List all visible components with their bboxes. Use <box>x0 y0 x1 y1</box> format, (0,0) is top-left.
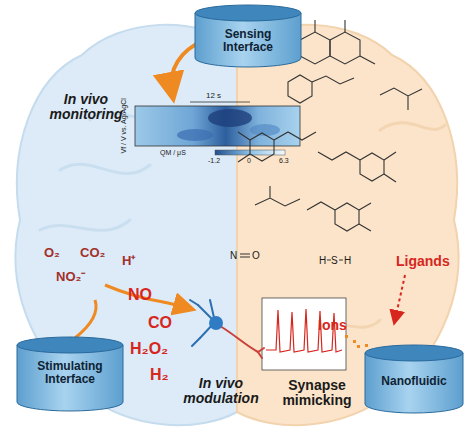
ion-dot <box>365 344 368 347</box>
atom-label: S <box>331 255 338 266</box>
atom-label: O <box>252 250 260 261</box>
atom-label: N <box>230 250 237 261</box>
section-title: In vivo monitoring <box>38 92 134 123</box>
molecule-label: CO <box>148 314 172 332</box>
atom-label: H <box>319 255 326 266</box>
time-scale: 12 s <box>206 92 221 101</box>
colorbar-tick: 6.3 <box>279 157 289 165</box>
molecule-label: NO₂⁻ <box>56 270 85 284</box>
ion-dot <box>345 335 348 338</box>
ion-dot <box>353 340 356 343</box>
molecule-label: H₂O₂ <box>130 340 168 358</box>
nanofluidic-interface: Nanofluidic <box>364 344 464 414</box>
interface-label: Nanofluidic <box>364 375 464 388</box>
ion-dot <box>357 345 360 348</box>
sensing-interface: Sensing Interface <box>194 4 302 68</box>
colorbar-label: QM / μS <box>160 149 186 157</box>
molecule-label: H⁺ <box>122 254 135 268</box>
molecule-label: CO₂ <box>80 246 105 260</box>
molecule-label: O₂ <box>44 246 60 260</box>
section-title: In vivo modulation <box>178 376 264 407</box>
interface-label: Sensing Interface <box>194 28 302 54</box>
atom-label: H <box>344 255 351 266</box>
stimulating-interface: Stimulating Interface <box>16 336 124 412</box>
colorbar-tick: -1.2 <box>208 157 220 165</box>
molecule-label: H₂ <box>150 366 169 384</box>
axis-label: Vf / V vs. Ag/AgCl <box>120 98 128 153</box>
ligand-label: Ligands <box>396 254 450 269</box>
section-title: Synapse mimicking <box>272 378 362 409</box>
colorbar-tick: 0 <box>247 157 251 165</box>
molecule-label: NO <box>128 286 152 304</box>
interface-label: Stimulating Interface <box>16 360 124 386</box>
ion-label: Ions <box>318 318 347 333</box>
